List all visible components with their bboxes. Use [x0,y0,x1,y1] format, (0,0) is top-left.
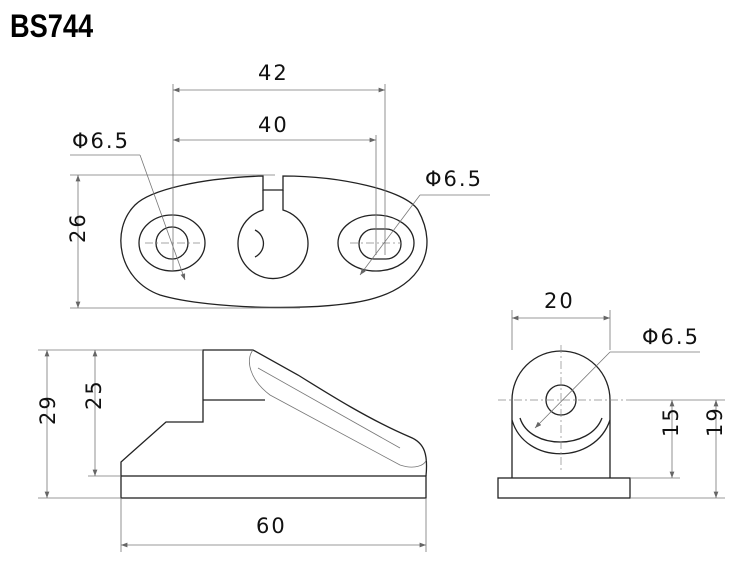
side-view: 29 25 60 [36,349,428,552]
top-view: 42 40 Φ6.5 Φ6.5 26 [66,61,490,309]
dim-19: 19 [703,406,727,437]
dim-end-hole: Φ6.5 [642,325,700,349]
dim-40: 40 [258,113,289,137]
dim-26: 26 [66,212,90,243]
dim-25: 25 [82,379,106,410]
dim-42: 42 [258,61,289,85]
dim-hole-left: Φ6.5 [72,129,130,153]
dim-60: 60 [256,514,287,538]
dim-hole-right: Φ6.5 [425,167,483,191]
drawing-title: BS744 [10,8,94,44]
dim-20: 20 [544,289,575,313]
dim-29: 29 [36,394,60,425]
end-view: 20 Φ6.5 15 19 [497,289,727,499]
dim-15: 15 [659,406,683,437]
